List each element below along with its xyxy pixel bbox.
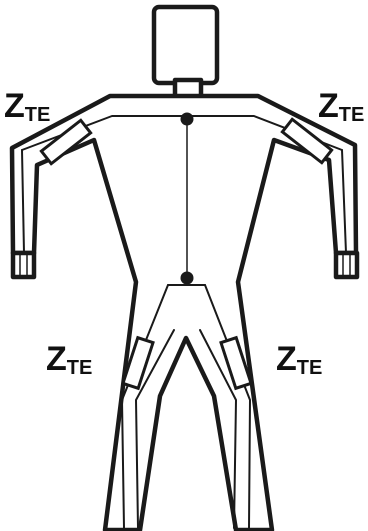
node-lower (181, 272, 194, 285)
label-thigh-left: ZTE (46, 340, 92, 379)
label-thigh-right: ZTE (276, 340, 322, 379)
label-shoulder-right: ZTE (318, 87, 364, 126)
hand-right (336, 253, 357, 277)
body-outline (12, 96, 356, 530)
head (154, 7, 217, 83)
hand-left (13, 253, 34, 277)
node-upper (181, 113, 194, 126)
label-shoulder-left: ZTE (4, 87, 50, 126)
